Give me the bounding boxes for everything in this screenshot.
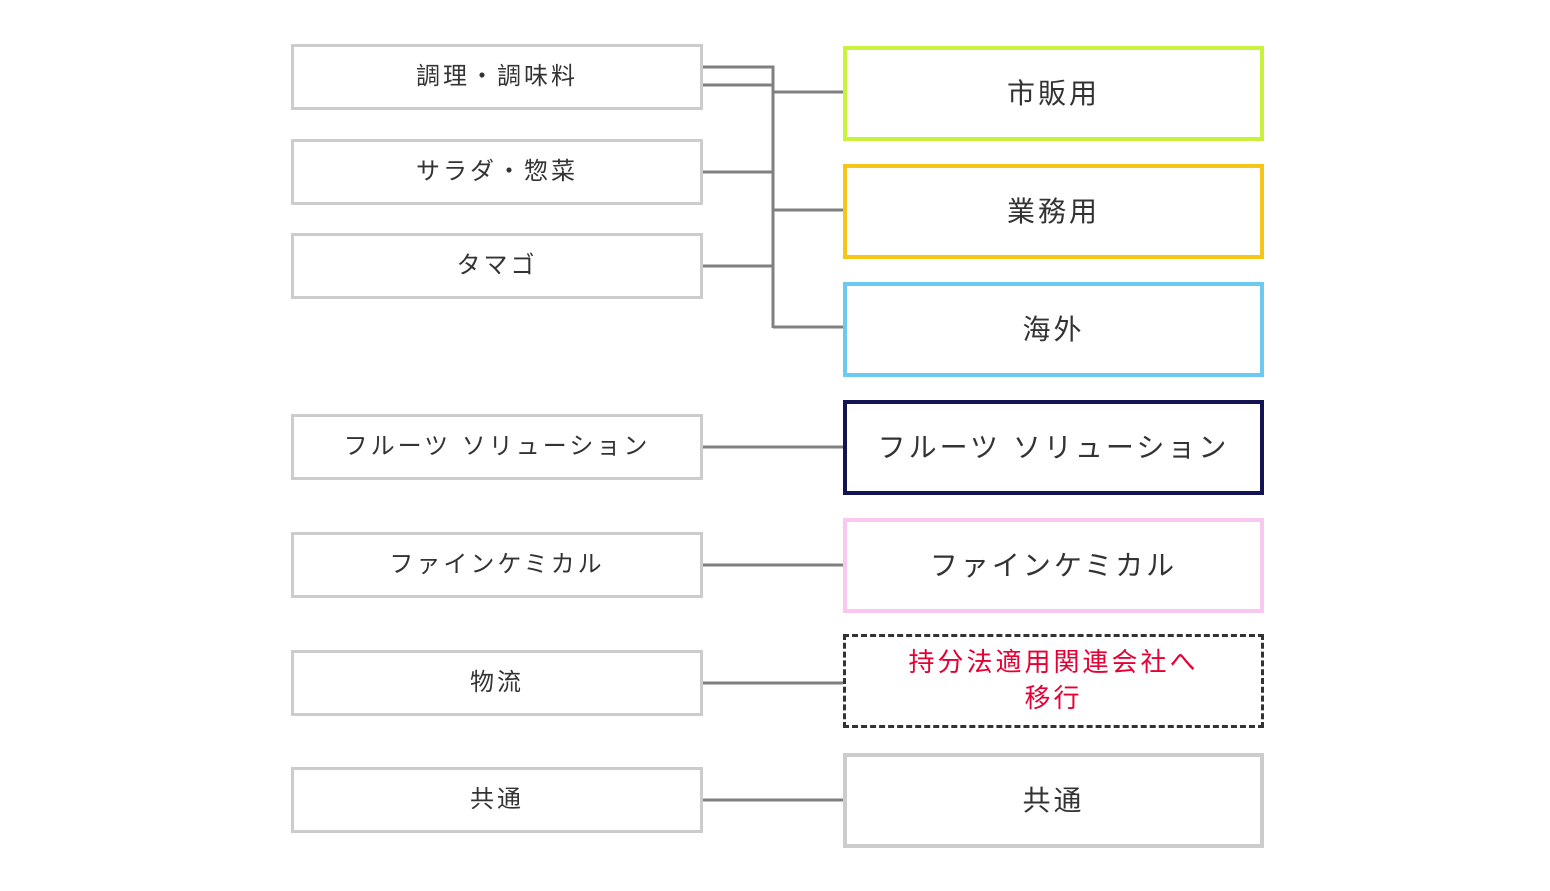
after-box-label-line1: 持分法適用関連会社へ	[908, 647, 1199, 678]
before-box-salad-deli: サラダ・惣菜	[291, 139, 703, 205]
before-box-eggs: タマゴ	[291, 233, 703, 299]
after-box-label: 海外	[1022, 312, 1085, 346]
after-box-label: 共通	[1022, 783, 1085, 817]
before-box-label: 共通	[470, 785, 524, 814]
before-box-common: 共通	[291, 767, 703, 833]
before-box-fruit-solution: フルーツ ソリューション	[291, 414, 703, 480]
after-box-label: フルーツ ソリューション	[877, 430, 1230, 464]
after-box-equity-method-transfer: 持分法適用関連会社へ 移行	[843, 634, 1264, 728]
after-box-overseas: 海外	[843, 282, 1264, 377]
before-box-logistics: 物流	[291, 650, 703, 716]
before-box-label: サラダ・惣菜	[416, 157, 578, 186]
after-box-fruit-solution: フルーツ ソリューション	[843, 400, 1264, 495]
after-box-label: 業務用	[1006, 194, 1100, 228]
before-box-label: ファインケミカル	[389, 550, 605, 579]
before-box-fine-chemical: ファインケミカル	[291, 532, 703, 598]
after-box-label: ファインケミカル	[929, 548, 1178, 582]
before-box-label: フルーツ ソリューション	[343, 432, 651, 461]
before-box-label: タマゴ	[456, 251, 538, 280]
after-box-fine-chemical: ファインケミカル	[843, 518, 1264, 613]
after-box-label-line2: 移行	[1024, 684, 1083, 714]
after-box-retail: 市販用	[843, 46, 1264, 141]
after-box-common: 共通	[843, 753, 1264, 848]
before-box-label: 物流	[470, 668, 524, 697]
before-box-cooking-seasonings: 調理・調味料	[291, 44, 703, 110]
after-box-label: 市販用	[1006, 76, 1100, 110]
after-box-foodservice: 業務用	[843, 164, 1264, 259]
before-box-label: 調理・調味料	[416, 62, 578, 91]
